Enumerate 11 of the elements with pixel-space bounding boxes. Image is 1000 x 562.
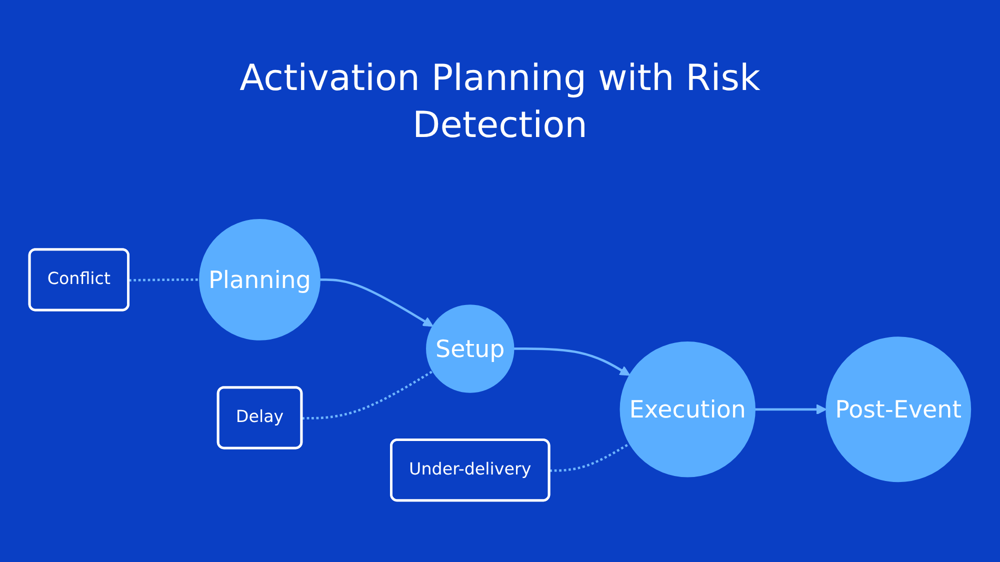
connector [128,278,200,282]
node-circle: Execution [620,342,756,478]
node-circle: Post-Event [826,336,972,482]
node-circle: Planning [199,219,320,340]
arrow [754,404,827,415]
connector [302,370,434,420]
title: Activation Planning with Risk Detection [238,57,762,148]
arrow [320,278,434,327]
arrow [514,348,630,376]
node-circle: Setup [426,304,514,393]
connector [550,442,630,472]
